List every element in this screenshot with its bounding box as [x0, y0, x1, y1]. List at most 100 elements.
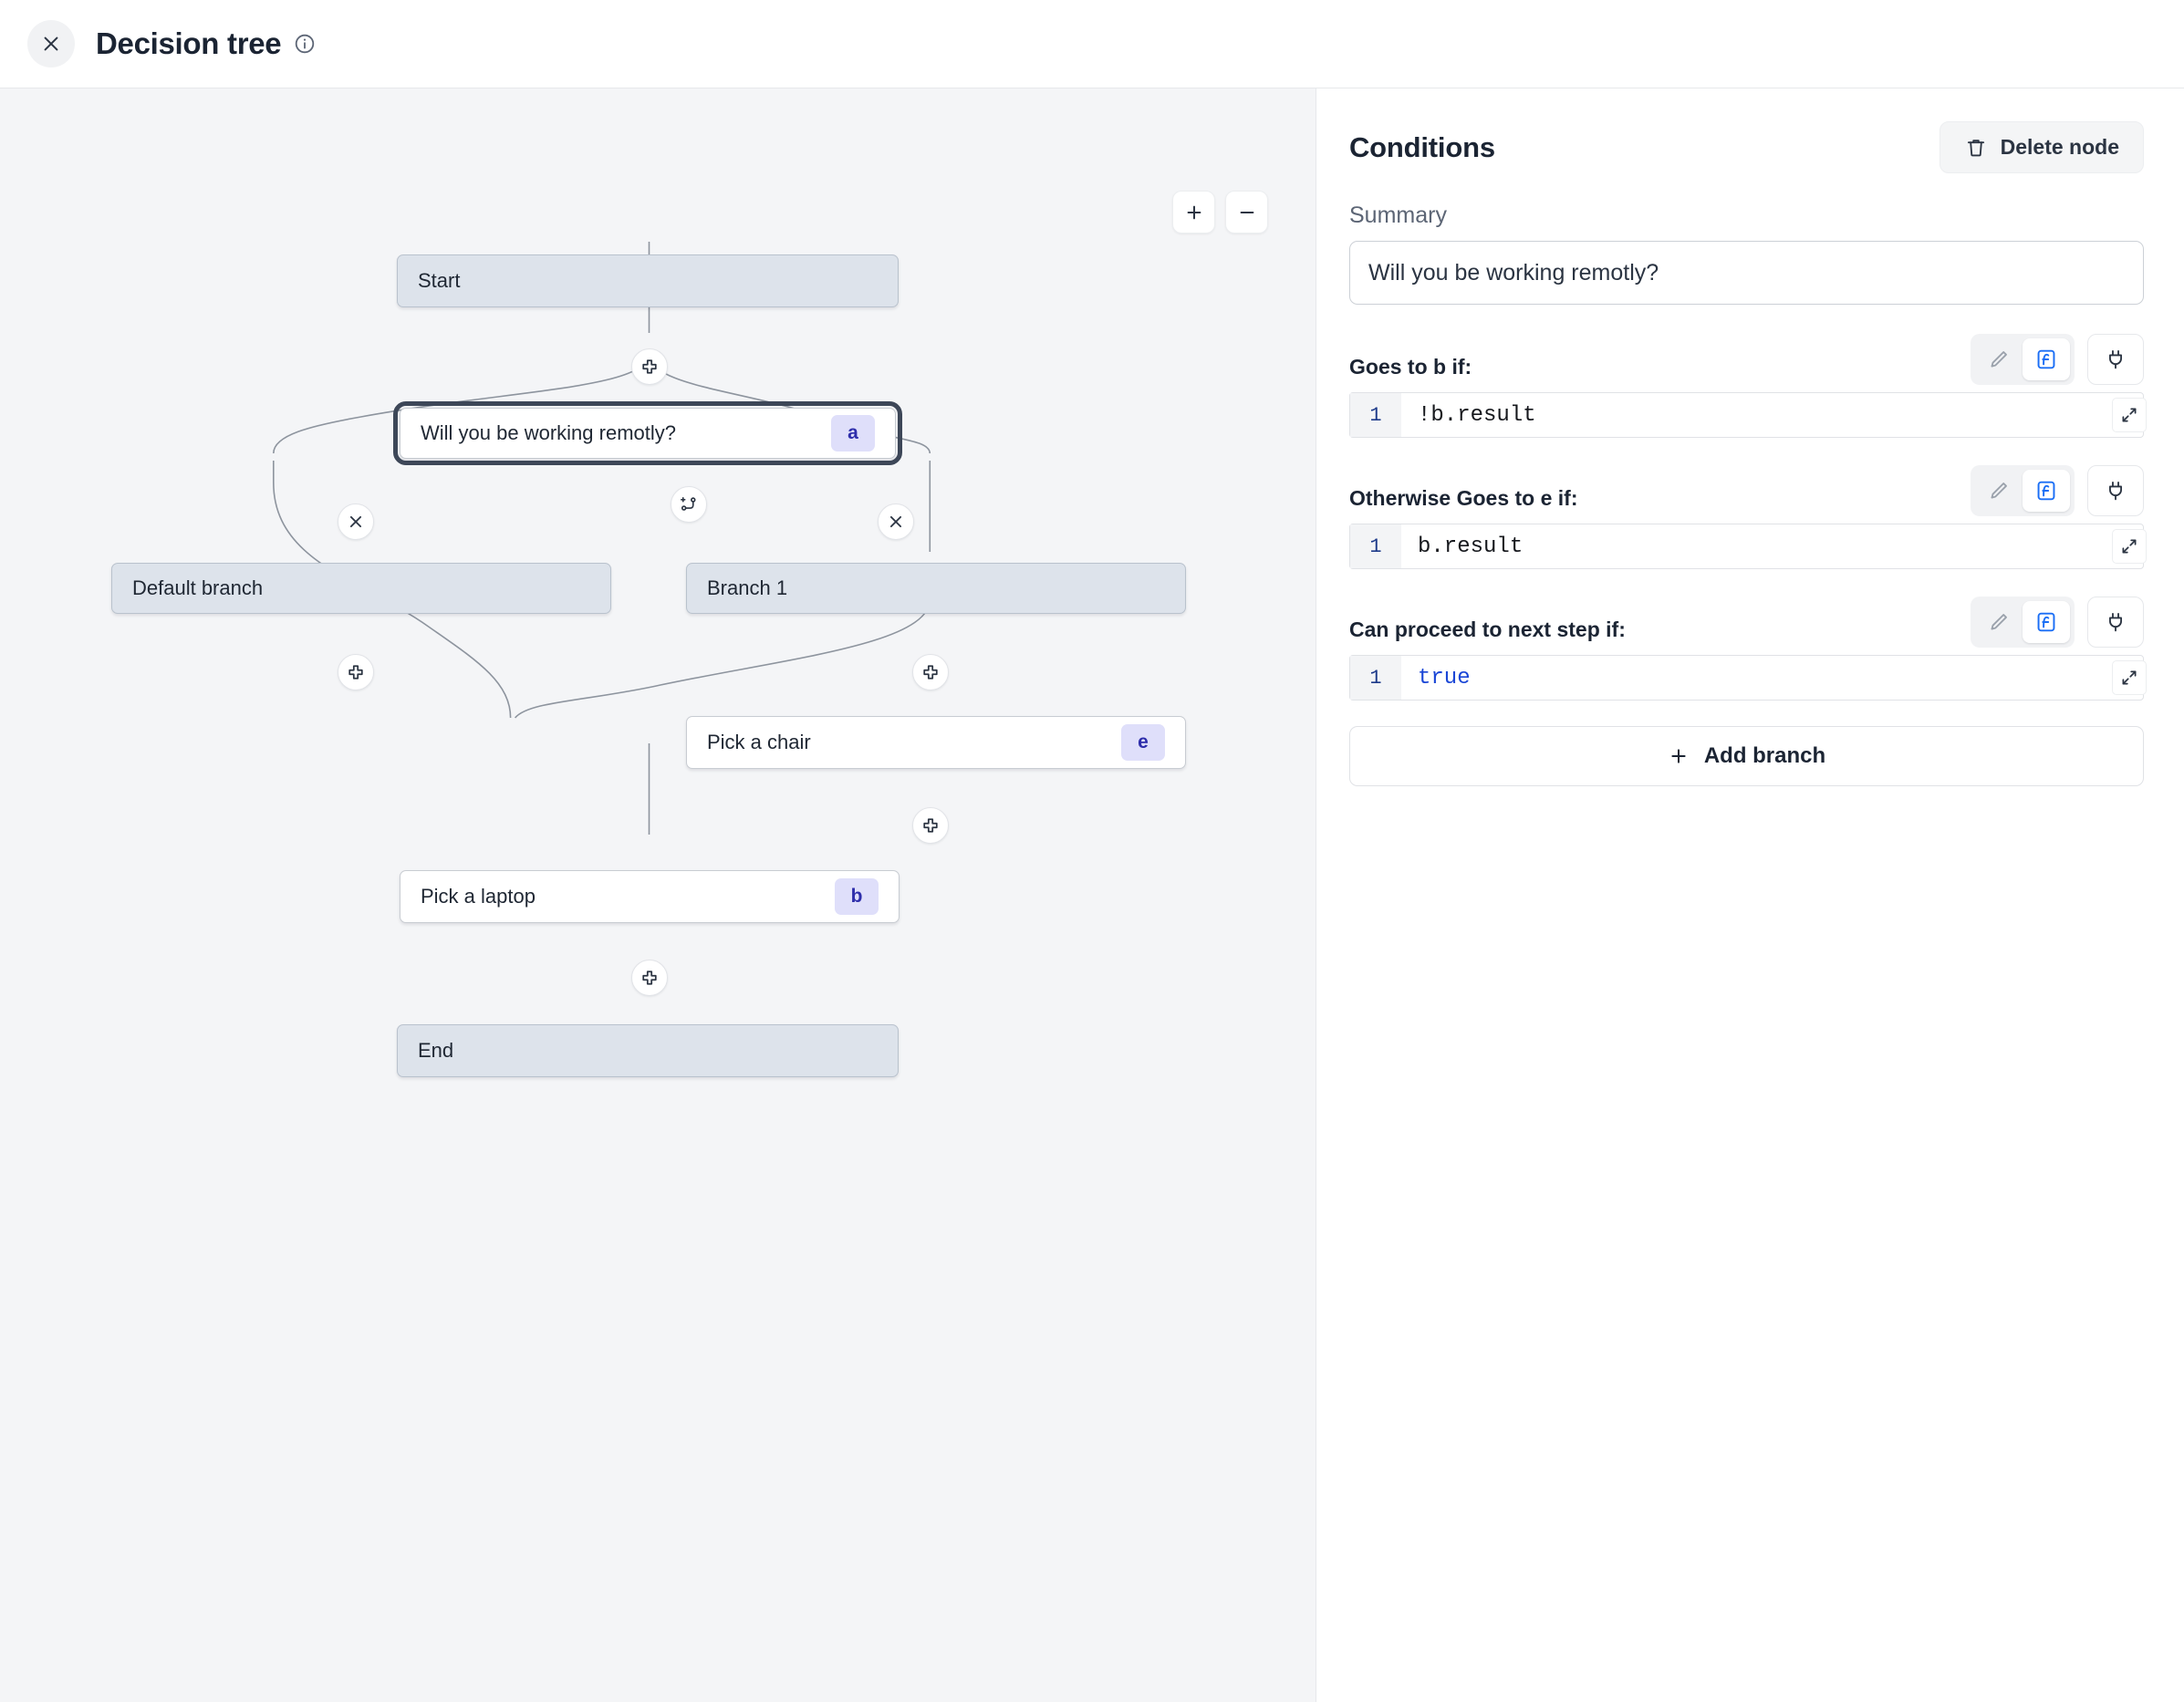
plug-icon	[2109, 349, 2122, 369]
node-will-you-be-working-remotly[interactable]: Will you be working remotly? a	[393, 401, 902, 465]
code-text[interactable]: b.result	[1418, 534, 1524, 559]
condition-header: Otherwise Goes to e if:	[1349, 463, 2144, 516]
expand-icon	[2122, 539, 2137, 554]
close-icon	[349, 515, 362, 528]
plus-node-icon	[923, 818, 938, 833]
info-icon[interactable]	[294, 33, 316, 55]
plug-icon	[2109, 481, 2122, 501]
editor-mode-toggle	[1971, 334, 2075, 385]
summary-input[interactable]	[1349, 241, 2144, 305]
static-mode-button[interactable]	[1975, 338, 2023, 380]
add-node-after-pick-a-laptop-button[interactable]	[631, 960, 668, 996]
minus-icon	[1240, 211, 1253, 213]
condition-can-proceed: Can proceed to next step if:	[1349, 595, 2147, 701]
page-title: Decision tree	[96, 26, 282, 60]
code-text[interactable]: true	[1418, 665, 1471, 690]
pencil-icon	[1991, 483, 2007, 499]
delete-node-label: Delete node	[2000, 135, 2119, 159]
branch-icon	[681, 497, 696, 511]
trash-icon	[1967, 139, 1984, 156]
close-button[interactable]	[27, 20, 75, 67]
plus-node-icon	[642, 970, 657, 985]
condition-header: Goes to b if:	[1349, 332, 2144, 385]
plus-node-icon	[642, 359, 657, 374]
line-number: 1	[1350, 524, 1401, 568]
node-badge: a	[831, 415, 875, 451]
node-label: End	[418, 1039, 454, 1062]
line-number: 1	[1350, 393, 1401, 437]
condition-tools	[1971, 597, 2144, 648]
expand-editor-button[interactable]	[2112, 660, 2147, 695]
node-start[interactable]: Start	[397, 254, 899, 307]
node-badge: b	[835, 878, 879, 915]
graph-canvas[interactable]: Start Will you be working remotly? a Def…	[0, 88, 1316, 1702]
function-icon	[2037, 481, 2055, 501]
node-branch-1[interactable]: Branch 1	[686, 563, 1186, 614]
add-node-after-start-button[interactable]	[631, 348, 668, 385]
app-header: Decision tree	[0, 0, 2184, 88]
plus-node-icon	[923, 665, 938, 680]
close-icon	[889, 515, 902, 528]
condition-header: Can proceed to next step if:	[1349, 595, 2144, 648]
pencil-icon	[1991, 614, 2007, 630]
zoom-out-button[interactable]	[1225, 191, 1268, 234]
zoom-in-button[interactable]	[1172, 191, 1215, 234]
expression-mode-button[interactable]	[2023, 601, 2070, 643]
code-text[interactable]: !b.result	[1418, 402, 1536, 428]
expression-editor[interactable]: 1 true	[1349, 655, 2147, 701]
expression-editor[interactable]: 1 b.result	[1349, 524, 2147, 569]
add-node-after-default-branch-button[interactable]	[338, 654, 374, 690]
static-mode-button[interactable]	[1975, 470, 2023, 512]
graph-viewport: Start Will you be working remotly? a Def…	[0, 88, 1316, 1702]
plus-icon	[1671, 749, 1686, 763]
plug-icon	[2109, 612, 2122, 632]
connect-button[interactable]	[2087, 597, 2144, 648]
node-label: Pick a laptop	[421, 885, 536, 908]
panel-title: Conditions	[1349, 130, 1495, 163]
add-node-after-pick-a-chair-button[interactable]	[912, 807, 949, 844]
node-end[interactable]: End	[397, 1024, 899, 1077]
node-default-branch[interactable]: Default branch	[111, 563, 611, 614]
remove-branch-1-button[interactable]	[878, 503, 914, 540]
expression-editor[interactable]: 1 !b.result	[1349, 392, 2147, 438]
condition-otherwise-goes-to-e: Otherwise Goes to e if:	[1349, 463, 2147, 569]
node-label: Branch 1	[707, 576, 788, 599]
expression-mode-button[interactable]	[2023, 338, 2070, 380]
node-pick-a-laptop[interactable]: Pick a laptop b	[400, 870, 900, 923]
add-branch-from-node-a-button[interactable]	[671, 486, 707, 523]
condition-label: Goes to b if:	[1349, 355, 1472, 379]
node-label: Default branch	[132, 576, 264, 599]
connect-button[interactable]	[2087, 465, 2144, 516]
close-icon	[44, 36, 58, 51]
add-node-after-branch-1-button[interactable]	[912, 654, 949, 690]
remove-default-branch-button[interactable]	[338, 503, 374, 540]
condition-tools	[1971, 465, 2144, 516]
expand-icon	[2122, 670, 2137, 685]
node-badge: e	[1121, 724, 1165, 761]
plus-node-icon	[348, 665, 363, 680]
node-pick-a-chair[interactable]: Pick a chair e	[686, 716, 1186, 769]
expand-editor-button[interactable]	[2112, 529, 2147, 564]
expand-icon	[2122, 408, 2137, 422]
conditions-panel: Conditions Delete node Summary Goes to b…	[1316, 88, 2184, 1702]
function-icon	[2037, 349, 2055, 369]
delete-node-button[interactable]: Delete node	[1939, 121, 2144, 173]
node-label: Pick a chair	[707, 731, 811, 753]
condition-label: Can proceed to next step if:	[1349, 617, 1626, 641]
node-label: Start	[418, 269, 461, 292]
pencil-icon	[1991, 351, 2007, 368]
static-mode-button[interactable]	[1975, 601, 2023, 643]
function-icon	[2037, 612, 2055, 632]
node-label: Will you be working remotly?	[421, 421, 676, 444]
expression-mode-button[interactable]	[2023, 470, 2070, 512]
expand-editor-button[interactable]	[2112, 398, 2147, 432]
add-branch-label: Add branch	[1703, 743, 1826, 768]
add-branch-button[interactable]: Add branch	[1349, 726, 2144, 786]
editor-body: Start Will you be working remotly? a Def…	[0, 88, 2184, 1702]
condition-label: Otherwise Goes to e if:	[1349, 486, 1578, 510]
connect-button[interactable]	[2087, 334, 2144, 385]
panel-header: Conditions Delete node	[1349, 121, 2144, 173]
zoom-controls	[1172, 191, 1268, 234]
condition-tools	[1971, 334, 2144, 385]
